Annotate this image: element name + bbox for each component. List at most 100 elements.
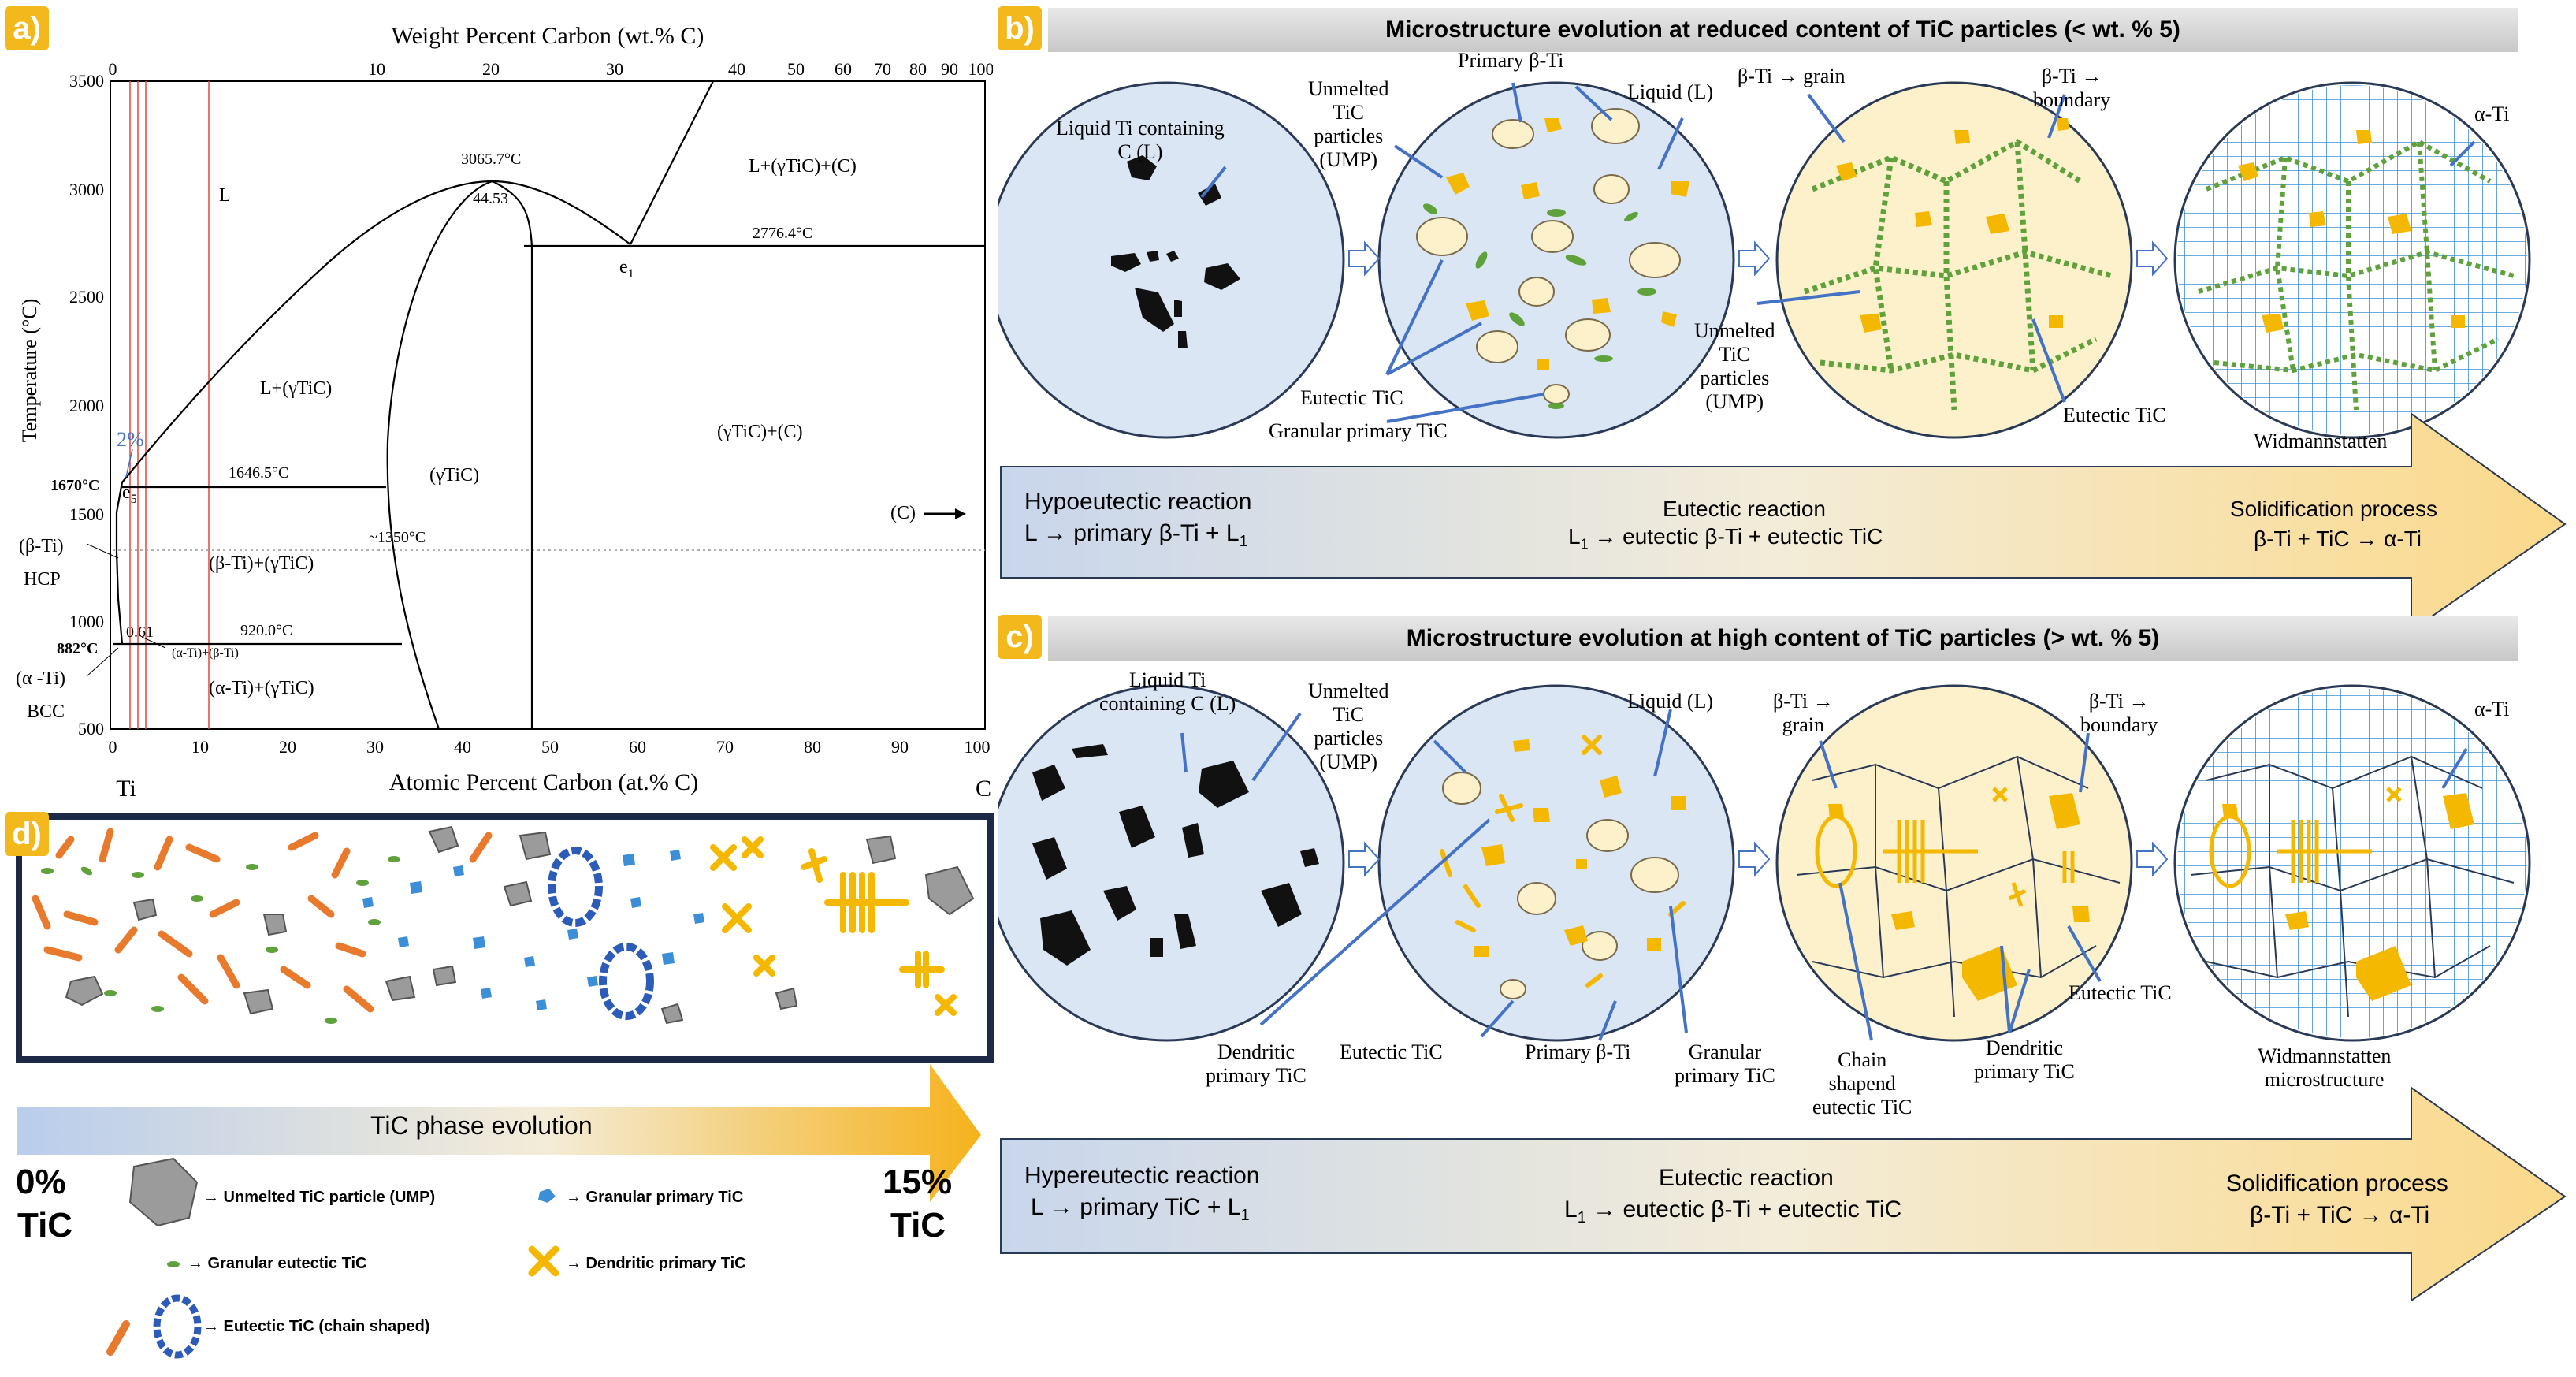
panel-b-label: b) [998, 6, 1042, 50]
bottom-tick: 50 [541, 737, 559, 757]
c-chain: Chain shapend eutectic TiC [1812, 1048, 1912, 1118]
label-4453: 44.53 [473, 190, 508, 207]
legend-granular-primary: → Granular primary TiC [566, 1189, 744, 1206]
region-alpha-ti: (α -Ti) [16, 668, 65, 689]
c-eutectic-tic: Eutectic TiC [1340, 1040, 1443, 1063]
legend-eutectic-chain: → Eutectic TiC (chain shaped) [203, 1318, 430, 1335]
legend-chain-icon [153, 1294, 202, 1359]
top-axis-title: Weight Percent Carbon (wt.% C) [392, 23, 704, 49]
y-tick: 500 [78, 719, 104, 739]
b-eut-title: Eutectic reaction [1663, 497, 1826, 521]
panel-c-title: Microstructure evolution at high content… [1048, 616, 2518, 661]
y-tick: 2500 [69, 287, 104, 307]
region-beta-gtic: (β-Ti)+(γTiC) [209, 553, 314, 574]
panel-b-graphic [998, 81, 2567, 623]
panel-c-graphic [998, 684, 2567, 1302]
label-2pct: 2% [117, 428, 144, 451]
y-tick: 1000 [69, 612, 104, 631]
region-hcp: HCP [24, 569, 61, 590]
right-pct: 15% [883, 1163, 953, 1201]
legend-eutectic-rod-icon [106, 1320, 130, 1356]
c-sol-eq: β-Ti + TiC → α-Ti [2250, 1202, 2430, 1228]
region-gtic: (γTiC) [429, 465, 479, 486]
label-e1: e1 [619, 257, 634, 281]
c-eut-eq: L1 → eutectic β-Ti + eutectic TiC [1564, 1197, 1902, 1226]
region-L-gtic-c: L+(γTiC)+(C) [749, 156, 857, 177]
b-liquid-ti: Liquid Ti containing C (L) [1056, 117, 1225, 163]
y-tick: 3000 [69, 180, 104, 199]
panel-d-label: d) [5, 812, 49, 856]
panel-b-title: Microstructure evolution at reduced cont… [1048, 8, 2518, 52]
label-1670: 1670°C [50, 477, 99, 494]
bottom-tick: 20 [279, 737, 296, 757]
top-tick: 20 [482, 59, 500, 79]
top-tick: 10 [368, 59, 385, 79]
c-beta-boundary: β-Ti → boundary [2080, 690, 2158, 736]
legend-granular-eutectic-icon [167, 1261, 180, 1267]
label-e5: e5 [122, 482, 137, 506]
y-tick: 3500 [69, 71, 104, 91]
b-sol-title: Solidification process [2230, 497, 2438, 521]
bottom-tick: 0 [109, 737, 117, 757]
c-ump: Unmelted TiC particles (UMP) [1308, 679, 1389, 773]
bottom-tick: 80 [804, 737, 821, 757]
label-061: 0.61 [126, 623, 154, 641]
y-tick: 2000 [69, 396, 104, 415]
bottom-tick: 60 [629, 737, 646, 757]
label-882: 882°C [57, 640, 98, 657]
c-dendritic-2: Dendritic primary TiC [1974, 1036, 2075, 1083]
b-liquid-l: Liquid (L) [1627, 80, 1714, 103]
y-axis-title: Temperature (°C) [18, 299, 41, 443]
top-tick: 0 [109, 59, 117, 79]
label-3065: 3065.7°C [461, 151, 521, 168]
bottom-tick: 30 [366, 737, 384, 757]
b-hypo-title: Hypoeutectic reaction [1024, 489, 1252, 515]
top-tick: 60 [835, 59, 852, 79]
bottom-tick: 70 [716, 737, 734, 757]
c-eut-title: Eutectic reaction [1659, 1165, 1834, 1191]
c-dendritic-1: Dendritic primary TiC [1206, 1040, 1307, 1087]
c-beta-grain: β-Ti → grain [1773, 690, 1834, 736]
b-beta-boundary: β-Ti → boundary [2033, 65, 2111, 111]
panel-c-label: c) [998, 615, 1042, 659]
left-pct: 0% [16, 1163, 66, 1201]
top-tick: 70 [874, 59, 891, 79]
legend-dendritic-primary: → Dendritic primary TiC [566, 1255, 746, 1272]
legend-dendritic-icon [528, 1245, 559, 1277]
label-1646: 1646.5°C [229, 464, 288, 482]
left-pct-sub: TiC [17, 1206, 73, 1245]
top-tick: 90 [941, 59, 958, 79]
top-tick: 100 [968, 59, 994, 79]
b-hypo-eq: L → primary β-Ti + L1 [1024, 520, 1248, 550]
panel-d-graphic [17, 825, 981, 1359]
top-tick: 40 [728, 59, 745, 79]
phase-diagram: Weight Percent Carbon (wt.% C) 0 10 20 3… [16, 23, 994, 796]
bottom-tick: 90 [891, 737, 909, 757]
legend-granular-eutectic: → Granular eutectic TiC [188, 1255, 367, 1272]
bottom-axis-title: Atomic Percent Carbon (at.% C) [389, 769, 698, 795]
b-beta-grain: β-Ti → grain [1738, 65, 1846, 87]
label-2776: 2776.4°C [753, 225, 812, 242]
region-bcc: BCC [27, 702, 65, 722]
c-sol-title: Solidification process [2226, 1170, 2448, 1197]
legend-ump-icon [128, 1157, 199, 1227]
b-granular-primary: Granular primary TiC [1269, 419, 1448, 442]
c-liquid-ti: Liquid Ti containing C (L) [1099, 668, 1236, 715]
c-granular: Granular primary TiC [1675, 1040, 1775, 1087]
label-920: 920.0°C [240, 622, 292, 639]
b-eutectic-tic-2: Eutectic TiC [2063, 404, 2166, 426]
c-alpha-ti: α-Ti [2474, 698, 2510, 720]
top-tick: 50 [787, 59, 805, 79]
c-eutectic-tic-2: Eutectic TiC [2069, 981, 2172, 1004]
label-1350: ~1350°C [369, 529, 426, 546]
region-c: (C) [890, 503, 916, 523]
legend-granular-primary-icon [538, 1189, 556, 1203]
top-tick: 80 [909, 59, 927, 79]
panel-d-box [16, 813, 994, 1063]
b-alpha-ti: α-Ti [2474, 102, 2510, 125]
region-gtic-c: (γTiC)+(C) [717, 422, 803, 442]
panel-a-label: a) [5, 6, 49, 50]
b-widmann: Widmannstatten [2254, 430, 2388, 452]
y-tick: 1500 [69, 504, 104, 524]
bottom-tick: 100 [965, 737, 991, 757]
